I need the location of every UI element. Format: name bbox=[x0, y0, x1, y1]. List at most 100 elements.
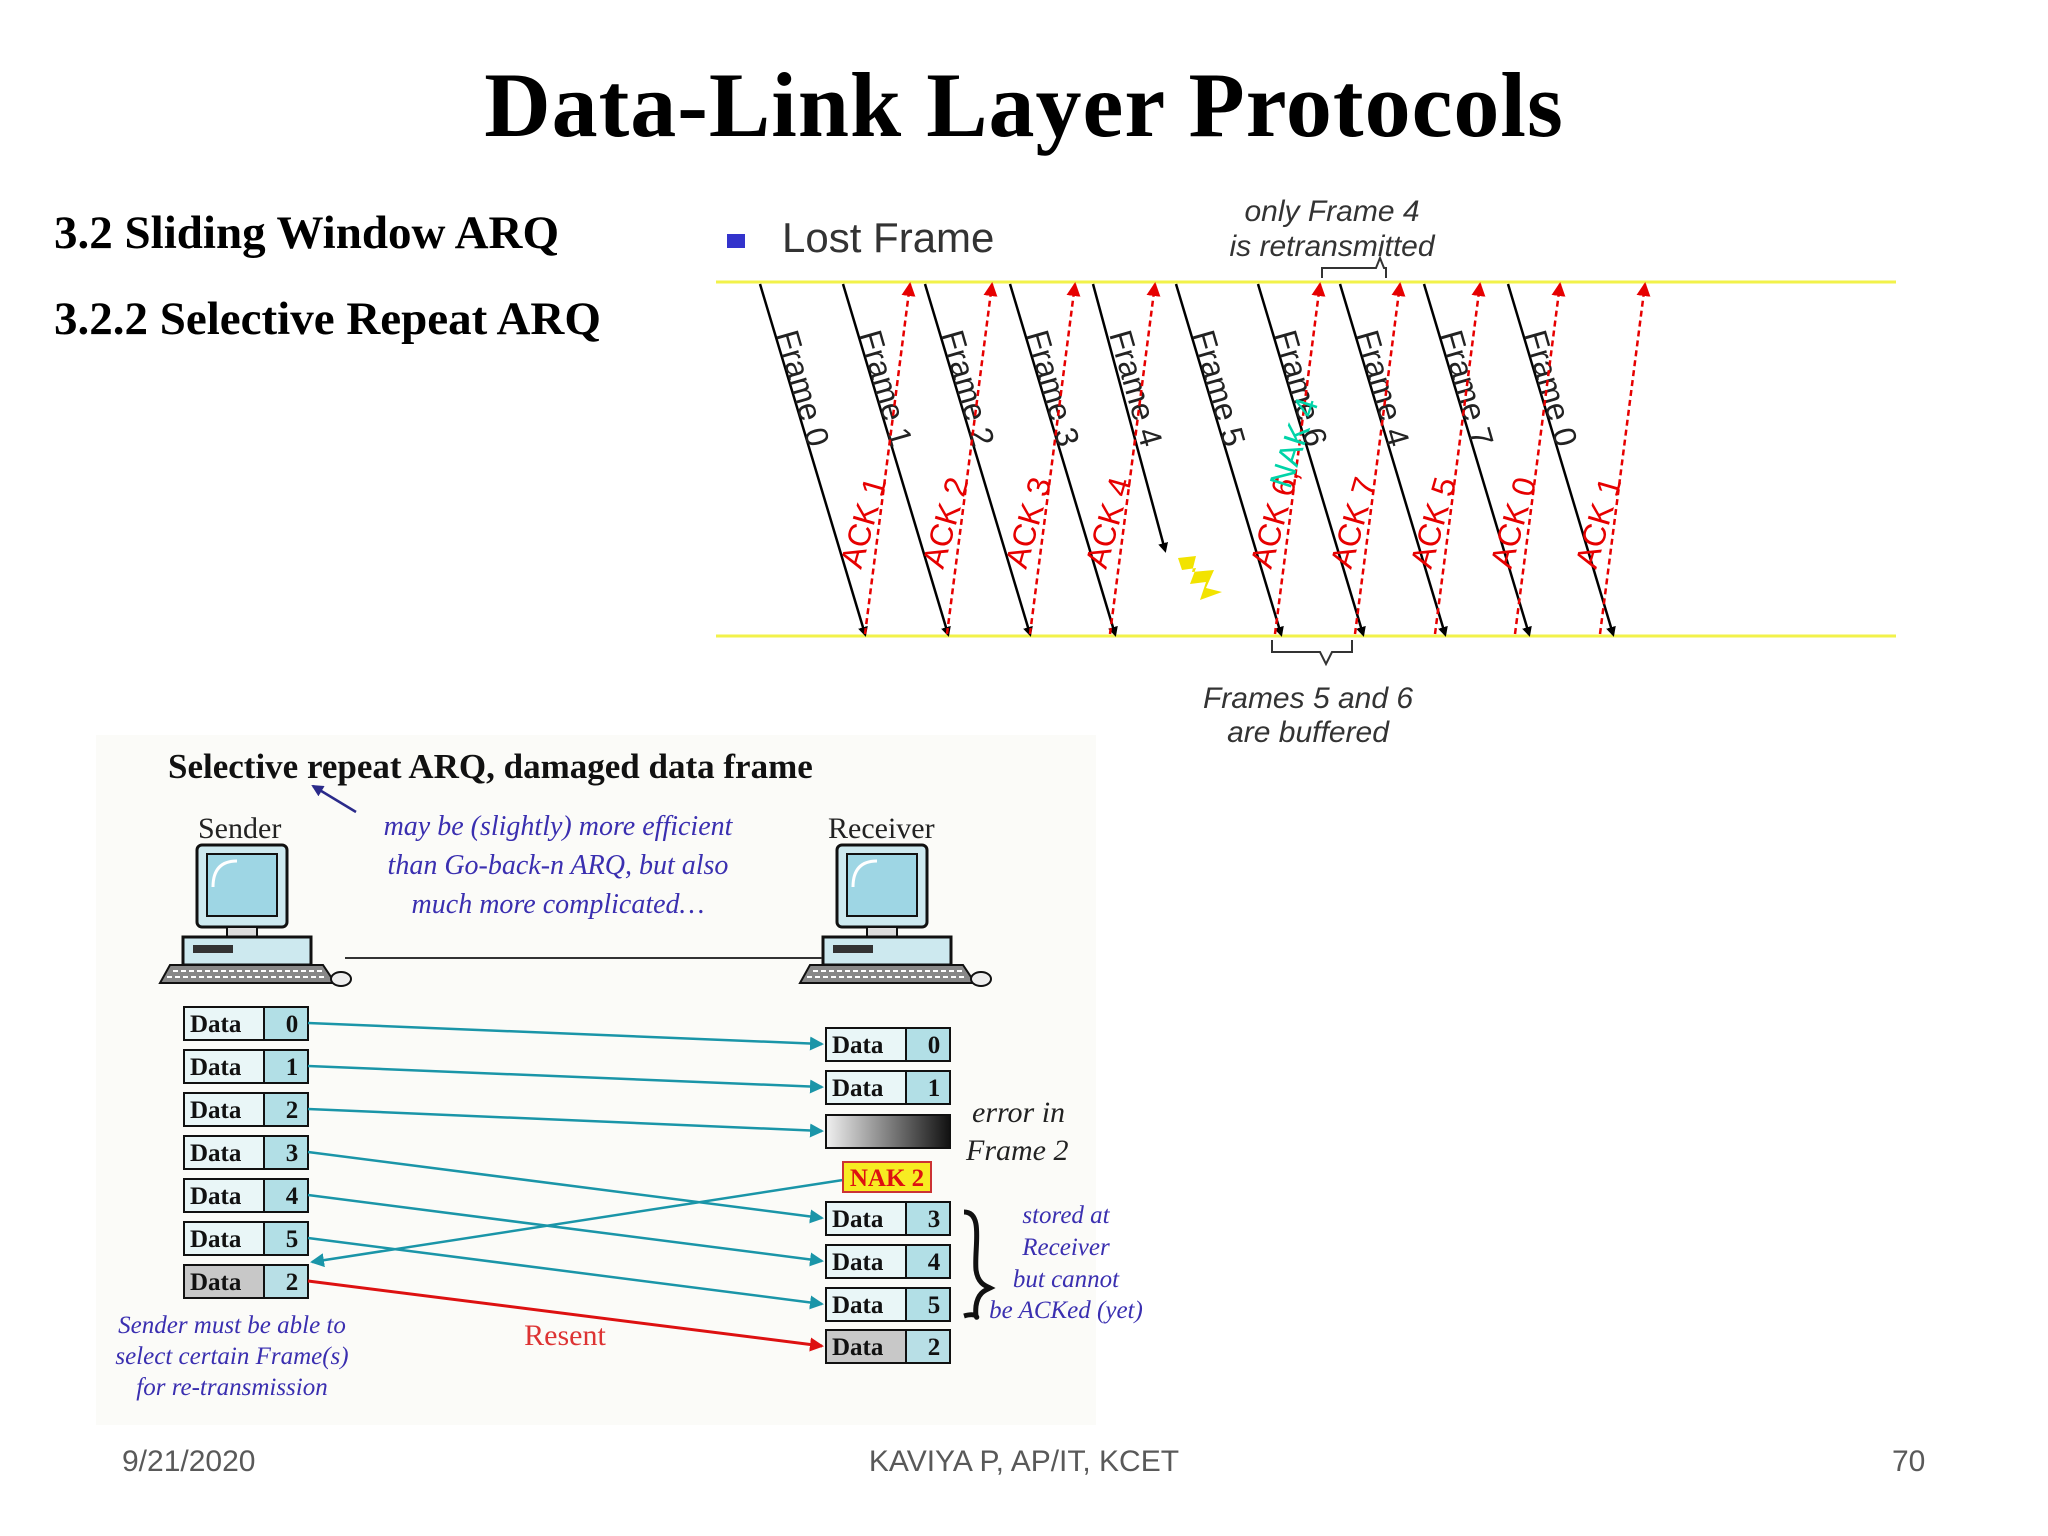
frame-arrow-8 bbox=[1422, 283, 1532, 637]
svg-text:2: 2 bbox=[286, 1097, 299, 1124]
send-arrow-3 bbox=[307, 1150, 824, 1224]
receiver-data-box-3: Data 3 bbox=[825, 1201, 951, 1236]
ack-arrow-8 bbox=[1598, 282, 1651, 635]
receiver-label: Receiver bbox=[828, 812, 935, 845]
svg-text:2: 2 bbox=[928, 1334, 941, 1361]
ack-label-0: ACK 1 bbox=[833, 473, 893, 572]
error-note-line2: Frame 2 bbox=[965, 1134, 1068, 1167]
frame-label-2: Frame 2 bbox=[934, 326, 1001, 450]
frame-arrow-4 bbox=[1091, 283, 1168, 553]
buffered-brace bbox=[1271, 640, 1353, 667]
ack-label-2: ACK 3 bbox=[998, 473, 1058, 572]
receiver-data-box-2 bbox=[825, 1114, 951, 1149]
buffered-note-line1: Frames 5 and 6 bbox=[1203, 682, 1413, 715]
lost-frame-heading: Lost Frame bbox=[782, 214, 994, 261]
damaged-title: Selective repeat ARQ, damaged data frame bbox=[168, 747, 813, 786]
ack-arrow-1 bbox=[945, 282, 998, 635]
sender-note-line3: for re-transmission bbox=[136, 1374, 327, 1401]
ack-arrow-0 bbox=[863, 282, 916, 635]
ack-arrow-7 bbox=[1513, 282, 1566, 635]
frame-arrow-1 bbox=[841, 283, 951, 637]
section-heading: 3.2 Sliding Window ARQ bbox=[54, 207, 560, 259]
svg-text:Data: Data bbox=[190, 1183, 242, 1210]
ack-arrow-5 bbox=[1353, 282, 1406, 635]
nak4-label: NAK 4 bbox=[1262, 393, 1325, 492]
footer-page-number: 70 bbox=[1892, 1445, 1926, 1478]
sender-data-box-4: Data 4 bbox=[183, 1178, 309, 1213]
ack-label-6: ACK 5 bbox=[1403, 473, 1463, 572]
frame-arrow-5 bbox=[1174, 283, 1284, 637]
receiver-computer-icon bbox=[798, 843, 992, 987]
stored-brace bbox=[963, 1209, 996, 1320]
frame-arrow-9 bbox=[1506, 283, 1616, 637]
svg-text:5: 5 bbox=[286, 1226, 299, 1253]
svg-text:Data: Data bbox=[832, 1206, 884, 1233]
receiver-data-box-1: Data 1 bbox=[825, 1070, 951, 1105]
frame-label-8: Frame 7 bbox=[1433, 326, 1500, 450]
frame-label-4: Frame 4 bbox=[1102, 326, 1169, 450]
frame-label-6: Frame 6 bbox=[1267, 326, 1334, 450]
frame-arrow-6 bbox=[1256, 283, 1366, 637]
svg-text:Data: Data bbox=[190, 1269, 242, 1296]
frame-arrow-0 bbox=[758, 283, 868, 637]
frame-label-1: Frame 1 bbox=[852, 326, 919, 450]
lost-frame-lightning-icon bbox=[1178, 556, 1222, 600]
sender-data-box-0: Data 0 bbox=[183, 1006, 309, 1041]
stored-note-line3: but cannot bbox=[1013, 1266, 1120, 1293]
buffered-note-line2: are buffered bbox=[1227, 716, 1390, 749]
resend-arrow bbox=[307, 1279, 824, 1352]
nak2-box bbox=[842, 1161, 932, 1193]
svg-text:1: 1 bbox=[286, 1054, 299, 1081]
frame-arrow-3 bbox=[1008, 283, 1118, 637]
svg-text:Data: Data bbox=[832, 1292, 884, 1319]
svg-text:0: 0 bbox=[286, 1011, 299, 1038]
svg-text:Data: Data bbox=[190, 1011, 242, 1038]
footer-date: 9/21/2020 bbox=[122, 1445, 256, 1478]
frame-arrow-7 bbox=[1338, 283, 1448, 637]
svg-text:Data: Data bbox=[832, 1075, 884, 1102]
svg-text:Data: Data bbox=[190, 1054, 242, 1081]
sender-data-box-1: Data 1 bbox=[183, 1049, 309, 1084]
svg-text:5: 5 bbox=[928, 1292, 941, 1319]
sender-label: Sender bbox=[198, 812, 281, 845]
sender-note-line2: select certain Frame(s) bbox=[115, 1343, 348, 1370]
ack-label-5: ACK 7 bbox=[1323, 473, 1383, 572]
ack-label-1: ACK 2 bbox=[915, 473, 975, 572]
stored-note-line4: be ACKed (yet) bbox=[989, 1297, 1143, 1324]
send-arrow-0 bbox=[307, 1021, 824, 1051]
bullet-icon bbox=[727, 234, 745, 248]
svg-text:Data: Data bbox=[190, 1140, 242, 1167]
frame-label-9: Frame 0 bbox=[1517, 326, 1584, 450]
nak2-label: NAK 2 bbox=[850, 1165, 924, 1192]
slide-title: Data-Link Layer Protocols bbox=[484, 54, 1564, 156]
svg-text:4: 4 bbox=[928, 1249, 941, 1276]
svg-text:Data: Data bbox=[832, 1334, 884, 1361]
frame-label-0: Frame 0 bbox=[769, 326, 836, 450]
ack-arrow-2 bbox=[1028, 282, 1081, 635]
svg-text:3: 3 bbox=[928, 1206, 941, 1233]
efficiency-note-line1: may be (slightly) more efficient bbox=[384, 811, 734, 842]
resent-label: Resent bbox=[524, 1319, 606, 1352]
frame-label-7: Frame 4 bbox=[1349, 326, 1416, 450]
svg-text:0: 0 bbox=[928, 1032, 941, 1059]
svg-text:4: 4 bbox=[286, 1183, 299, 1210]
ack-label-8: ACK 1 bbox=[1568, 473, 1628, 572]
sender-data-box-5: Data 5 bbox=[183, 1221, 309, 1256]
ack-arrow-6 bbox=[1433, 282, 1486, 635]
svg-text:1: 1 bbox=[928, 1075, 941, 1102]
sender-note-line1: Sender must be able to bbox=[118, 1312, 346, 1339]
ack-label-4: ACK 6, bbox=[1243, 465, 1306, 572]
ack-label-7: ACK 0 bbox=[1483, 473, 1543, 572]
efficiency-note-line2: than Go-back-n ARQ, but also bbox=[388, 850, 729, 881]
frame-arrow-2 bbox=[923, 283, 1033, 637]
send-arrow-2 bbox=[307, 1107, 824, 1138]
retransmit-brace bbox=[1321, 255, 1387, 278]
send-arrow-5 bbox=[307, 1236, 824, 1310]
send-arrow-1 bbox=[307, 1064, 824, 1094]
retransmit-note-line2: is retransmitted bbox=[1229, 230, 1435, 263]
frame-label-5: Frame 5 bbox=[1185, 326, 1252, 450]
svg-text:Data: Data bbox=[190, 1226, 242, 1253]
